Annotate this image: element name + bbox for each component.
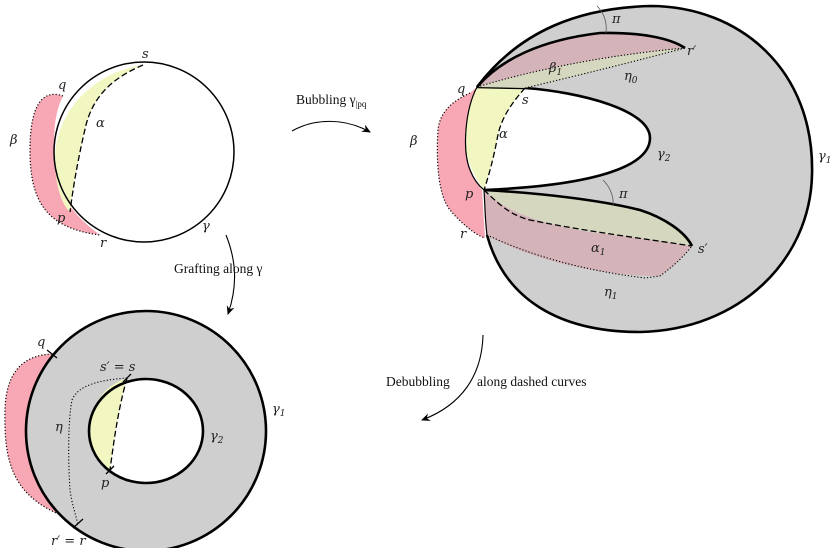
alpha1-region <box>484 190 692 246</box>
gamma2-region <box>477 87 650 190</box>
p-r-arc <box>483 189 488 236</box>
alpha-curve <box>69 64 144 213</box>
label-p: p <box>57 211 66 226</box>
alpha1-curve <box>483 189 693 247</box>
pi-mark-bottom <box>602 179 614 207</box>
eta1-region <box>484 190 692 276</box>
grafting-label: Grafting along γ <box>174 261 262 276</box>
label-eta0: η0 <box>624 69 638 86</box>
label-q: q <box>58 78 66 93</box>
beta-curve <box>29 93 101 236</box>
beta-region <box>30 94 100 235</box>
alpha-curve <box>483 87 526 191</box>
tick-s <box>122 373 132 383</box>
panel-bottom-left: q s′ = s η γ2 γ1 p r′ = r <box>4 309 286 548</box>
debubbling-label-right: along dashed curves <box>477 374 586 389</box>
label-p: p <box>465 187 474 202</box>
label-alpha: α <box>499 127 508 142</box>
grafting-arrow-group: Grafting along γ <box>174 234 262 315</box>
tick-q <box>46 349 58 359</box>
gamma1-circle <box>24 309 268 548</box>
tick-r <box>72 518 84 529</box>
eta-curve <box>68 377 128 526</box>
bubbling-arrow-group: Bubbling γ|pq <box>291 92 371 133</box>
alpha-curve <box>109 377 128 471</box>
label-s: s <box>142 47 149 62</box>
debubbling-arrow <box>421 334 484 421</box>
gamma1-curve <box>475 4 814 334</box>
label-eta1: η1 <box>604 285 618 302</box>
panel-top-right: π r′ β1 η0 q s β α γ2 γ1 π p r α1 s′ η1 <box>409 4 830 334</box>
label-s-prime: s′ <box>698 242 708 257</box>
label-q: q <box>457 82 465 97</box>
eta0-region <box>477 48 685 88</box>
beta-curve <box>436 92 486 239</box>
gamma2-circle <box>87 377 205 485</box>
tick-p <box>105 465 115 475</box>
label-pi-top: π <box>611 12 621 27</box>
gamma-circle <box>53 61 235 243</box>
eta0-curve <box>524 47 686 89</box>
label-alpha: α <box>96 116 105 131</box>
label-gamma1: γ1 <box>272 402 286 419</box>
alpha-region <box>464 87 525 190</box>
label-gamma2: γ2 <box>657 147 671 164</box>
gamma-pq-arc <box>464 86 485 191</box>
label-r: r <box>460 227 467 242</box>
label-r-prime: r′ <box>687 44 696 59</box>
label-r: r <box>100 236 107 251</box>
label-beta: β <box>9 133 18 148</box>
label-q: q <box>37 335 45 350</box>
annulus-region <box>26 311 266 548</box>
alpha-region <box>55 65 143 212</box>
lower-lobe-curve <box>483 188 694 247</box>
label-pi-bottom: π <box>618 187 628 202</box>
label-beta1: β1 <box>548 61 562 78</box>
upper-lobe-curve <box>476 31 686 88</box>
label-eta: η <box>55 420 63 435</box>
label-s: s <box>522 93 529 108</box>
beta1-region <box>477 32 685 87</box>
pi-mark-top <box>596 5 607 34</box>
label-gamma2: γ2 <box>210 429 224 446</box>
label-s-eq: s′ = s <box>100 360 136 375</box>
debubbling-label-left: Debubbling <box>386 374 450 389</box>
label-beta: β <box>409 134 418 149</box>
beta-region <box>437 87 485 238</box>
beta-curve <box>4 353 76 521</box>
debubbling-arrow-group: Debubbling along dashed curves <box>386 334 586 421</box>
bubbling-arrow <box>291 120 371 133</box>
grafting-arrow <box>225 234 236 315</box>
bubbling-label: Bubbling γ|pq <box>296 92 367 109</box>
label-p: p <box>101 476 110 491</box>
label-alpha1: α1 <box>591 241 606 258</box>
gamma2-curve <box>476 85 652 192</box>
label-gamma: γ <box>202 219 210 234</box>
panel-top-left: s q α β p r γ <box>9 47 235 251</box>
label-gamma1: γ1 <box>818 149 830 166</box>
label-r-eq: r′ = r <box>51 534 86 548</box>
